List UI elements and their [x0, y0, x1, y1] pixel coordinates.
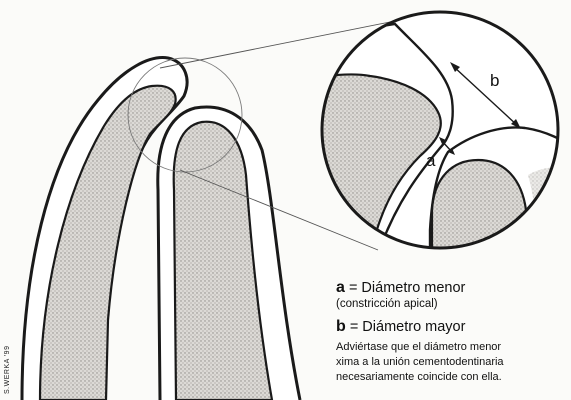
label-a: a: [426, 151, 436, 170]
artist-signature: S.WERKA '99: [4, 346, 11, 394]
legend-item-a: a = Diámetro menor: [336, 279, 571, 297]
magnified-right-edge-dentin: [528, 167, 571, 270]
legend-note-line-3: necesariamente coincide con ella.: [336, 370, 571, 385]
legend-note-line-1: Adviértase que el diámetro menor: [336, 340, 571, 355]
legend-key-a: a: [336, 279, 345, 296]
legend-key-b: b: [336, 318, 346, 335]
legend: a = Diámetro menor (constricción apical)…: [336, 279, 571, 385]
label-b: b: [490, 71, 499, 90]
legend-note-line-2: xima a la unión cementodentinaria: [336, 355, 571, 370]
legend-text-a: = Diámetro menor: [349, 280, 465, 296]
left-root-dentin: [40, 86, 176, 400]
legend-subtext-a: (constricción apical): [336, 297, 571, 311]
legend-item-b: b = Diámetro mayor: [336, 318, 571, 336]
legend-text-b: = Diámetro mayor: [350, 319, 466, 335]
